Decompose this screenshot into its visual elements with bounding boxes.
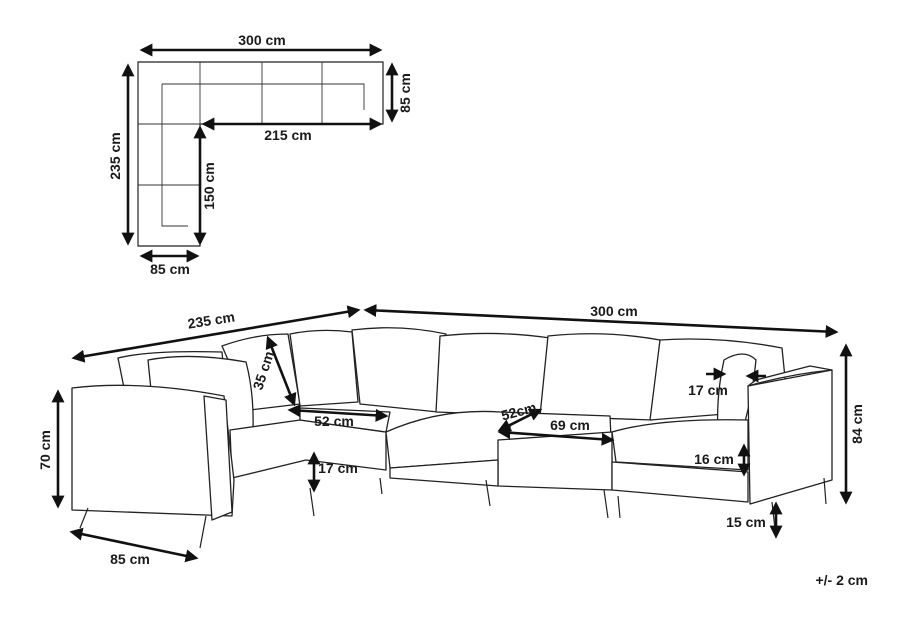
left-height-label: 70 cm	[37, 430, 53, 470]
right-length-arrow	[363, 303, 839, 339]
seat-base	[611, 461, 749, 503]
seat-depth-arrow	[287, 404, 389, 422]
plan-inner-width-label: 215 cm	[264, 127, 311, 143]
plan-inner-height-label: 150 cm	[201, 162, 217, 209]
seat-depth-label: 52 cm	[314, 413, 354, 429]
plan-depth-bottom-label: 85 cm	[150, 261, 190, 277]
leg-height-label: 17 cm	[318, 460, 358, 476]
back-cushion	[289, 329, 359, 407]
back-cushion-arrow	[265, 335, 297, 407]
plan-back-line	[161, 83, 365, 227]
right-armrest	[747, 369, 833, 505]
height-label: 84 cm	[849, 404, 865, 444]
seat-front	[497, 431, 613, 491]
back-cushion	[351, 327, 447, 413]
left-armrest	[71, 384, 235, 517]
left-depth-arrow	[69, 527, 199, 563]
tolerance-label: +/- 2 cm	[815, 572, 868, 588]
left-length-label: 235 cm	[187, 308, 236, 331]
plan-outline	[137, 61, 384, 247]
right-armrest-top	[747, 365, 833, 387]
seat-right	[611, 419, 749, 471]
seat-width-label: 69 cm	[550, 417, 590, 433]
seat-width-arrow	[497, 426, 615, 446]
plan-height-label: 235 cm	[107, 132, 123, 179]
plan-depth-right-label: 85 cm	[397, 73, 413, 113]
foot-label: 15 cm	[726, 514, 766, 530]
back-cushion	[539, 333, 661, 421]
right-length-label: 300 cm	[590, 303, 637, 319]
perspective-view: 235 cm 300 cm 35 cm 52 cm 52cm 69 cm 17 …	[37, 303, 865, 567]
left-length-arrow	[71, 305, 361, 363]
arm-height-label: 16 cm	[694, 451, 734, 467]
armrest-label: 17 cm	[688, 382, 728, 398]
left-depth-label: 85 cm	[110, 551, 150, 567]
plan-view: 300 cm 85 cm 215 cm 235 cm 150 cm 85 cm	[107, 32, 413, 277]
seat-base	[389, 459, 499, 487]
plan-width-label: 300 cm	[238, 32, 285, 48]
left-armrest-face	[203, 395, 233, 521]
